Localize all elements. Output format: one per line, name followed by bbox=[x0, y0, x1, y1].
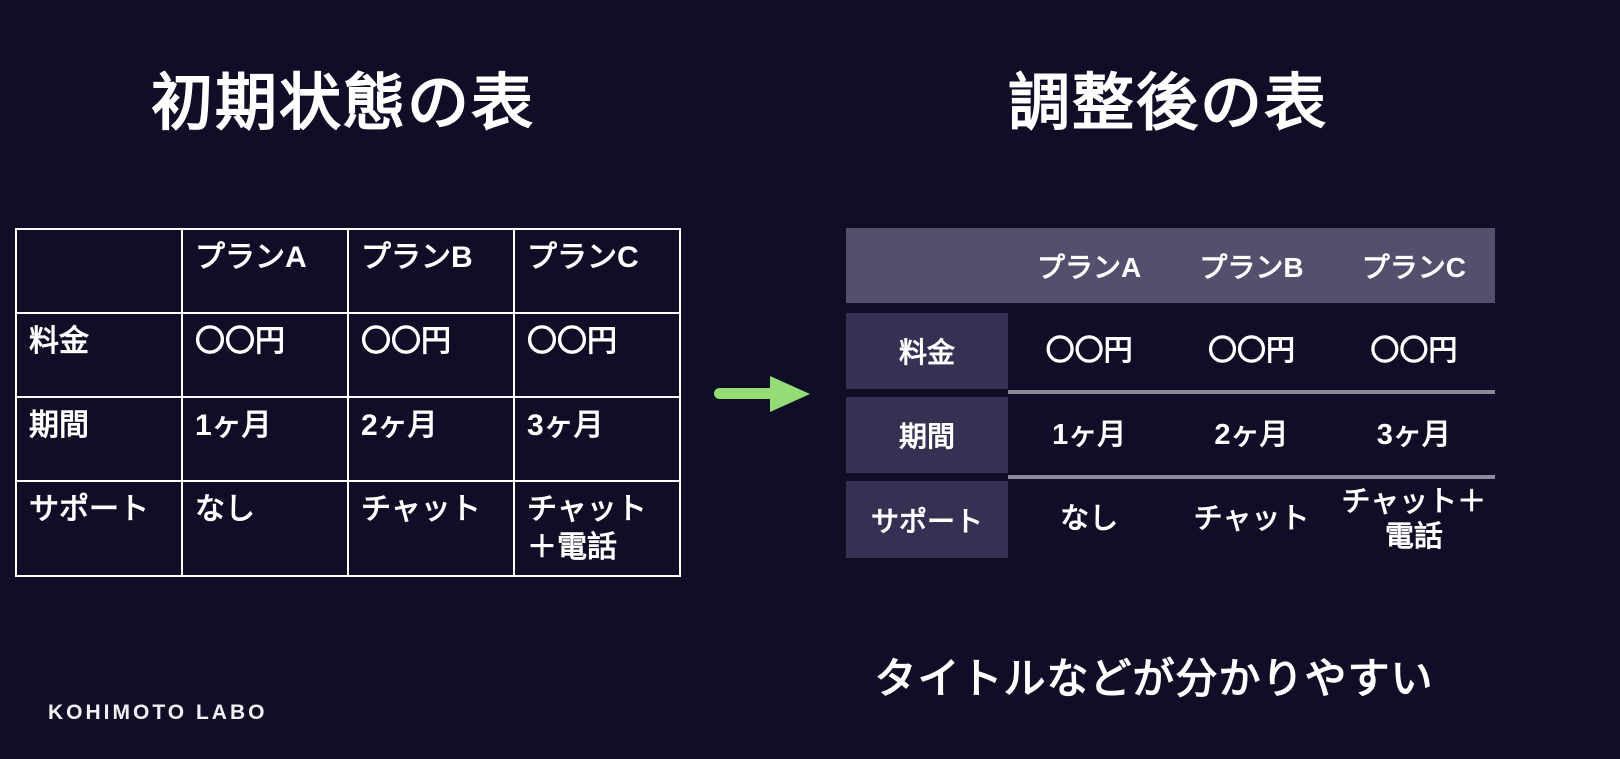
table-cell: なし bbox=[181, 480, 349, 577]
table-cell: なし bbox=[1060, 503, 1119, 536]
column-header-cell: プランB bbox=[347, 228, 515, 314]
table-row: 1ヶ月 2ヶ月 3ヶ月 bbox=[1008, 397, 1495, 473]
table-cell: 1ヶ月 bbox=[181, 396, 349, 482]
table-cell: 〇〇円 bbox=[1370, 334, 1458, 367]
caption-text: タイトルなどが分かりやすい bbox=[874, 655, 1434, 702]
row-header-cell: 期間 bbox=[846, 397, 1008, 473]
column-header-cell: プランB bbox=[1199, 251, 1304, 283]
arrow-right-icon bbox=[714, 374, 814, 414]
row-header-cell: 料金 bbox=[15, 312, 183, 398]
table-row: 〇〇円 〇〇円 〇〇円 bbox=[1008, 313, 1495, 389]
row-header-cell: サポート bbox=[15, 480, 183, 577]
table-row: 料金 〇〇円 〇〇円 〇〇円 bbox=[15, 312, 681, 398]
table-header-row: プランA プランB プランC bbox=[15, 228, 681, 314]
adjusted-table-title: 調整後の表 bbox=[1007, 69, 1328, 138]
row-header-cell: サポート bbox=[846, 481, 1008, 558]
table-cell: 1ヶ月 bbox=[1052, 418, 1127, 451]
initial-table-title: 初期状態の表 bbox=[150, 69, 535, 138]
table-cell: 3ヶ月 bbox=[1376, 418, 1451, 451]
table-cell: 3ヶ月 bbox=[513, 396, 681, 482]
brand-logo-text: KOHIMOTO LABO bbox=[48, 701, 268, 724]
initial-table: プランA プランB プランC 料金 〇〇円 〇〇円 〇〇円 期間 1ヶ月 2ヶ月… bbox=[15, 228, 681, 577]
arrow-shaft bbox=[714, 388, 774, 399]
row-header-cell: 料金 bbox=[846, 313, 1008, 389]
table-cell: 〇〇円 bbox=[513, 312, 681, 398]
table-row: 期間 1ヶ月 2ヶ月 3ヶ月 bbox=[15, 396, 681, 482]
row-separator bbox=[1008, 390, 1495, 394]
corner-cell bbox=[15, 228, 183, 314]
table-cell: チャット＋電話 bbox=[513, 480, 681, 577]
table-cell: 〇〇円 bbox=[181, 312, 349, 398]
table-cell: チャット bbox=[1193, 503, 1310, 536]
row-separator bbox=[1008, 475, 1495, 479]
table-cell: 〇〇円 bbox=[347, 312, 515, 398]
table-cell: 2ヶ月 bbox=[1214, 418, 1289, 451]
column-header-cell: プランC bbox=[513, 228, 681, 314]
row-header-cell: 期間 bbox=[15, 396, 183, 482]
column-header-cell: プランA bbox=[181, 228, 349, 314]
column-header-cell: プランC bbox=[1361, 251, 1466, 283]
table-row: なし チャット チャット＋電話 bbox=[1008, 481, 1495, 558]
table-cell: チャット bbox=[347, 480, 515, 577]
table-cell: 〇〇円 bbox=[1207, 334, 1295, 367]
table-cell: 2ヶ月 bbox=[347, 396, 515, 482]
table-cell: チャット＋電話 bbox=[1341, 485, 1487, 553]
adjusted-table-header: プランA プランB プランC bbox=[846, 228, 1495, 303]
column-header-cell: プランA bbox=[1037, 251, 1142, 283]
table-cell: 〇〇円 bbox=[1045, 334, 1133, 367]
arrow-head bbox=[770, 376, 810, 412]
table-row: サポート なし チャット チャット＋電話 bbox=[15, 480, 681, 577]
